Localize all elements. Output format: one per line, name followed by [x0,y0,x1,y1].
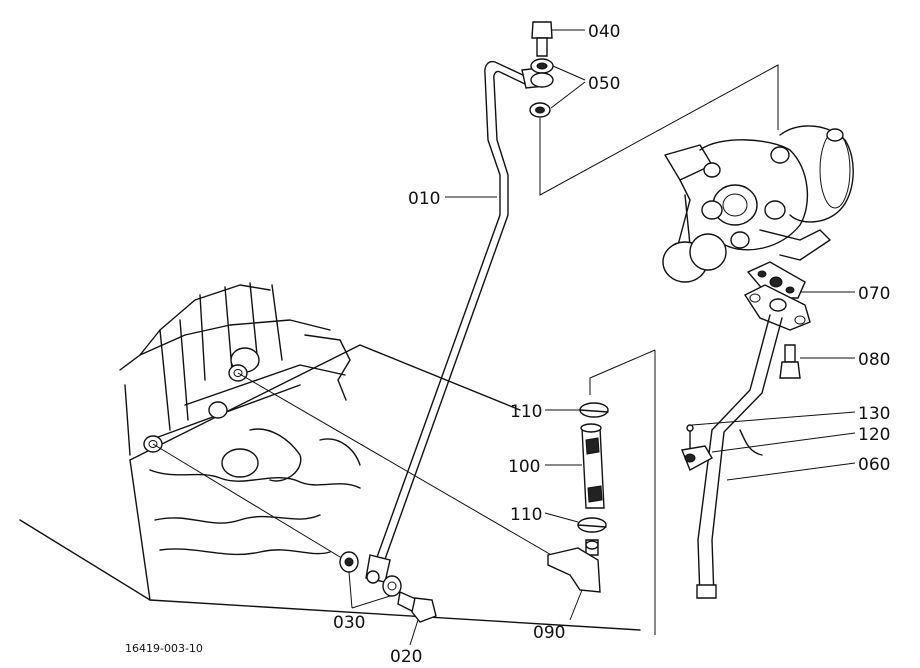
clamp-parts [681,424,763,471]
gasket-flange [743,261,811,331]
return-pipe [654,314,783,635]
diagram-id: 16419-003-10 [125,642,203,655]
callout-040: 040 [588,22,620,42]
callout-070: 070 [858,284,890,304]
callout-050: 050 [588,74,620,94]
leader-block-030 [152,443,346,561]
callout-130: 130 [858,404,890,424]
callout-090: 090 [533,623,565,643]
callout-120: 120 [858,425,890,445]
callout-020: 020 [390,647,422,667]
engine-block [19,282,641,631]
callout-leaders [348,29,856,646]
callout-110-upper: 110 [510,402,542,422]
callout-110-lower: 110 [510,505,542,525]
leader-block-090 [237,372,561,561]
bolt-080 [779,344,801,379]
callout-080: 080 [858,350,890,370]
turbocharger [662,125,854,283]
callout-100: 100 [508,457,540,477]
callout-060: 060 [858,455,890,475]
lower-bolt-set [339,551,437,623]
callout-labels: 040 050 010 070 080 110 130 120 100 060 … [125,22,890,667]
banjo-bolt-top [529,21,779,196]
callout-010: 010 [408,189,440,209]
hose-assembly [547,349,656,593]
callout-030: 030 [333,613,365,633]
